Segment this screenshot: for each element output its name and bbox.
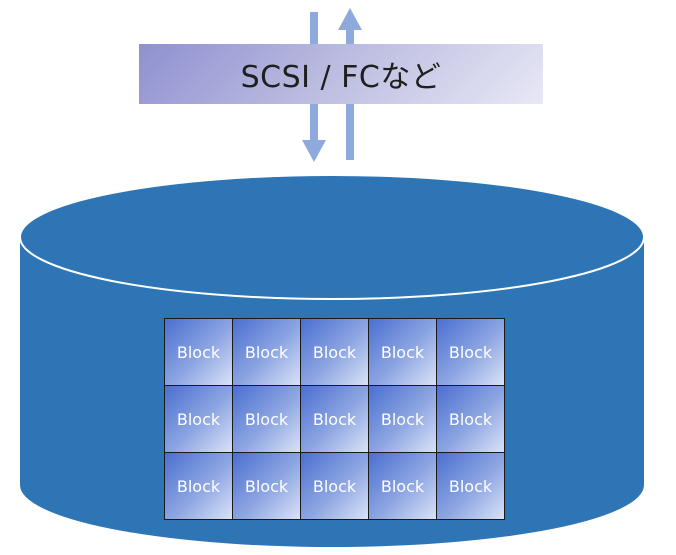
block-cell: Block	[301, 386, 368, 452]
block-cell: Block	[437, 319, 504, 385]
block-cell: Block	[437, 453, 504, 519]
block-cell: Block	[165, 319, 232, 385]
block-cell: Block	[233, 453, 300, 519]
block-cell: Block	[165, 386, 232, 452]
interface-label-box: SCSI / FCなど	[139, 44, 543, 104]
block-cell: Block	[165, 453, 232, 519]
block-cell: Block	[301, 453, 368, 519]
block-cell: Block	[301, 319, 368, 385]
interface-label: SCSI / FCなど	[240, 60, 442, 95]
block-cell: Block	[437, 386, 504, 452]
block-cell: Block	[233, 386, 300, 452]
block-cell: Block	[369, 386, 436, 452]
block-cell: Block	[233, 319, 300, 385]
cylinder-top	[19, 174, 645, 300]
block-cell: Block	[369, 453, 436, 519]
block-cell: Block	[369, 319, 436, 385]
